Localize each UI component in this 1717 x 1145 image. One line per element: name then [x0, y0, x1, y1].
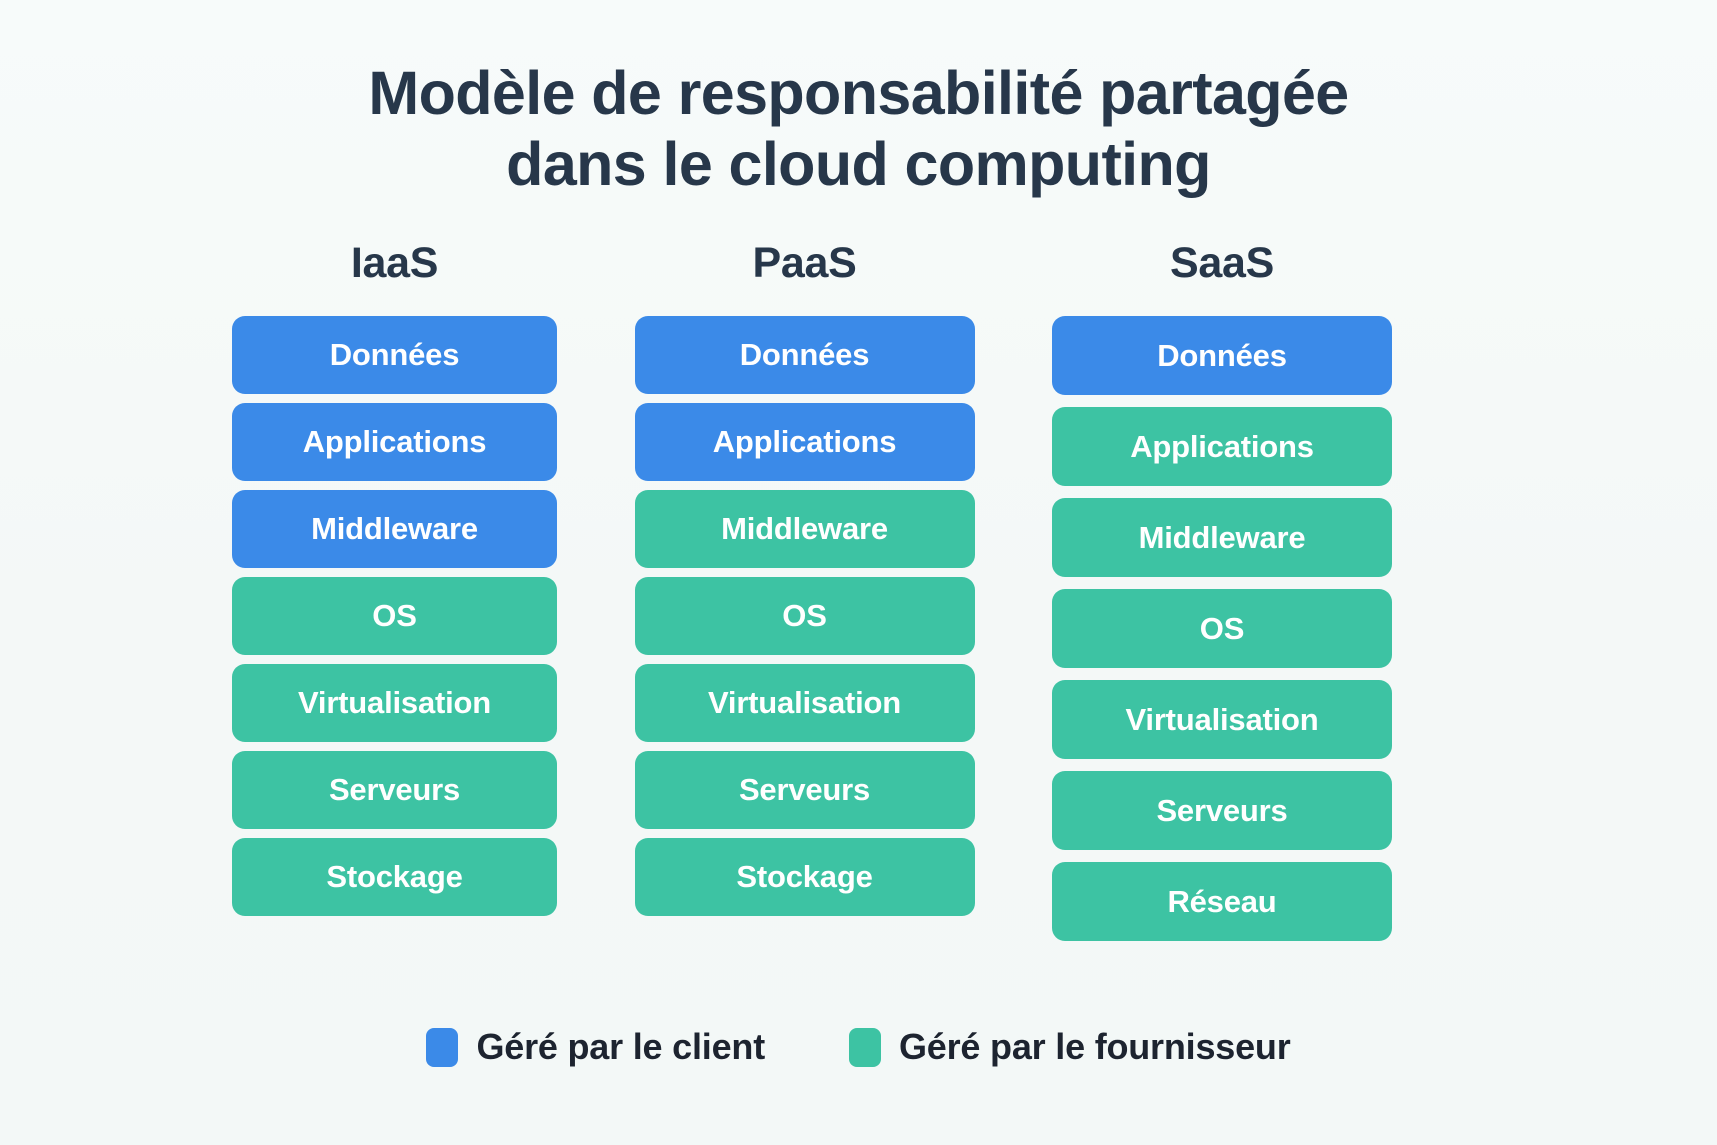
layer-saas-middleware: Middleware: [1052, 498, 1392, 577]
column-header-paas: PaaS: [752, 239, 857, 287]
layer-iaas-applications: Applications: [232, 403, 557, 481]
layer-stack-saas: Données Applications Middleware OS Virtu…: [1052, 316, 1392, 941]
column-header-iaas: IaaS: [350, 239, 439, 287]
layer-saas-os: OS: [1052, 589, 1392, 668]
legend-item-customer: Géré par le client: [426, 1026, 765, 1068]
layer-iaas-middleware: Middleware: [232, 490, 557, 568]
layer-stack-iaas: Données Applications Middleware OS Virtu…: [232, 316, 557, 916]
layer-paas-os: OS: [634, 577, 975, 655]
column-header-saas: SaaS: [1170, 239, 1274, 287]
page-title: Modèle de responsabilité partagée dans l…: [0, 58, 1717, 200]
layer-iaas-os: OS: [232, 577, 557, 655]
column-saas: SaaS Données Applications Middleware OS …: [1052, 238, 1392, 941]
service-model-columns: IaaS Données Applications Middleware OS …: [232, 238, 1392, 941]
layer-paas-donnees: Données: [634, 316, 975, 394]
layer-paas-serveurs: Serveurs: [634, 751, 975, 829]
legend-item-provider: Géré par le fournisseur: [848, 1026, 1291, 1068]
layer-iaas-serveurs: Serveurs: [232, 751, 557, 829]
column-paas: PaaS Données Applications Middleware OS …: [634, 238, 975, 916]
page-title-line-1: Modèle de responsabilité partagée: [368, 59, 1349, 127]
layer-paas-stockage: Stockage: [634, 838, 975, 916]
page-title-line-2: dans le cloud computing: [506, 130, 1211, 198]
legend: Géré par le client Géré par le fournisse…: [0, 1026, 1717, 1068]
layer-paas-middleware: Middleware: [634, 490, 975, 568]
layer-saas-applications: Applications: [1052, 407, 1392, 486]
layer-iaas-virtualisation: Virtualisation: [232, 664, 557, 742]
column-iaas: IaaS Données Applications Middleware OS …: [232, 238, 557, 916]
legend-swatch-provider-icon: [848, 1027, 881, 1067]
layer-saas-reseau: Réseau: [1052, 862, 1392, 941]
layer-iaas-stockage: Stockage: [232, 838, 557, 916]
legend-swatch-customer-icon: [426, 1027, 459, 1067]
layer-saas-serveurs: Serveurs: [1052, 771, 1392, 850]
layer-iaas-donnees: Données: [232, 316, 557, 394]
legend-label-customer: Géré par le client: [476, 1026, 765, 1067]
layer-paas-applications: Applications: [634, 403, 975, 481]
layer-saas-virtualisation: Virtualisation: [1052, 680, 1392, 759]
layer-saas-donnees: Données: [1052, 316, 1392, 395]
layer-stack-paas: Données Applications Middleware OS Virtu…: [634, 316, 975, 916]
layer-paas-virtualisation: Virtualisation: [634, 664, 975, 742]
legend-label-provider: Géré par le fournisseur: [898, 1026, 1291, 1067]
